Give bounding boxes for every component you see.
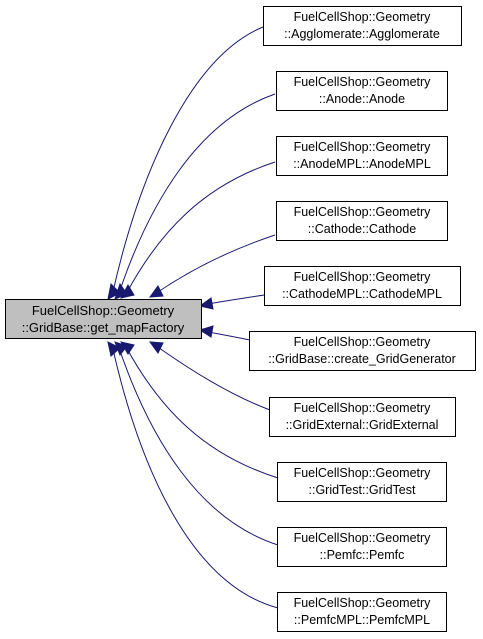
caller-node-box (276, 71, 448, 111)
caller-node-box (269, 397, 456, 437)
caller-node-line2: ::GridBase::create_GridGenerator (268, 352, 456, 366)
focus-node-line1: FuelCellShop::Geometry (32, 303, 175, 318)
edge-pemfc (117, 344, 279, 546)
focus-node-box (5, 299, 202, 339)
caller-node-box (276, 201, 448, 241)
caller-node-pemfc[interactable]: FuelCellShop::Geometry ::Pemfc::Pemfc (277, 527, 447, 567)
edge-agglomerate (111, 26, 264, 297)
edge-cathode (154, 234, 276, 295)
caller-node-line1: FuelCellShop::Geometry (294, 270, 432, 284)
edge-anode (117, 93, 276, 297)
edges (107, 26, 279, 609)
caller-node-line2: ::Pemfc::Pemfc (320, 548, 405, 562)
caller-node-line2: ::AnodeMPL::AnodeMPL (293, 157, 431, 171)
caller-node-anode-mpl[interactable]: FuelCellShop::Geometry ::AnodeMPL::Anode… (276, 136, 448, 176)
edge-anode-mpl (124, 161, 276, 297)
arrow-anode-mpl (120, 283, 135, 299)
caller-node-line1: FuelCellShop::Geometry (294, 596, 432, 610)
caller-node-line2: ::PemfcMPL::PemfcMPL (294, 613, 430, 627)
caller-node-line2: ::GridTest::GridTest (309, 483, 416, 497)
caller-node-box (277, 527, 447, 567)
edge-grid-test (124, 344, 279, 479)
caller-node-line2: ::Anode::Anode (319, 92, 405, 106)
caller-node-cathode-mpl[interactable]: FuelCellShop::Geometry ::CathodeMPL::Cat… (264, 266, 461, 306)
caller-node-box (277, 462, 447, 502)
edge-grid-external (154, 344, 271, 411)
caller-node-line1: FuelCellShop::Geometry (294, 401, 432, 415)
caller-node-box (277, 592, 447, 632)
arrow-cathode-mpl (198, 297, 214, 310)
caller-node-grid-test[interactable]: FuelCellShop::Geometry ::GridTest::GridT… (277, 462, 447, 502)
caller-node-line1: FuelCellShop::Geometry (294, 10, 432, 24)
caller-node-line1: FuelCellShop::Geometry (294, 205, 432, 219)
caller-node-box (263, 6, 462, 46)
arrow-cathode (148, 285, 164, 298)
caller-node-create-grid-generator[interactable]: FuelCellShop::Geometry ::GridBase::creat… (249, 331, 476, 371)
caller-node-line1: FuelCellShop::Geometry (294, 75, 432, 89)
caller-node-line1: FuelCellShop::Geometry (294, 466, 432, 480)
caller-node-cathode[interactable]: FuelCellShop::Geometry ::Cathode::Cathod… (276, 201, 448, 241)
caller-node-grid-external[interactable]: FuelCellShop::Geometry ::GridExternal::G… (269, 397, 456, 437)
caller-node-line2: ::GridExternal::GridExternal (286, 418, 439, 432)
caller-node-line2: ::Agglomerate::Agglomerate (284, 27, 440, 41)
arrow-grid-external (148, 341, 164, 354)
caller-node-pemfc-mpl[interactable]: FuelCellShop::Geometry ::PemfcMPL::Pemfc… (277, 592, 447, 632)
arrow-pemfc-mpl (107, 341, 121, 357)
caller-node-agglomerate[interactable]: FuelCellShop::Geometry ::Agglomerate::Ag… (263, 6, 462, 46)
caller-node-line1: FuelCellShop::Geometry (294, 140, 432, 154)
focus-node[interactable]: FuelCellShop::Geometry ::GridBase::get_m… (5, 299, 202, 339)
caller-node-anode[interactable]: FuelCellShop::Geometry ::Anode::Anode (276, 71, 448, 111)
caller-node-line1: FuelCellShop::Geometry (294, 531, 432, 545)
caller-node-box (264, 266, 461, 306)
arrow-create-grid-generator (198, 325, 214, 338)
focus-node-line2: ::GridBase::get_mapFactory (22, 320, 185, 335)
caller-node-line2: ::CathodeMPL::CathodeMPL (282, 287, 442, 301)
arrow-agglomerate (107, 282, 121, 300)
caller-node-box (276, 136, 448, 176)
caller-node-line2: ::Cathode::Cathode (308, 222, 416, 236)
caller-node-box (249, 331, 476, 371)
edge-pemfc-mpl (111, 344, 279, 609)
caller-node-line1: FuelCellShop::Geometry (294, 335, 432, 349)
